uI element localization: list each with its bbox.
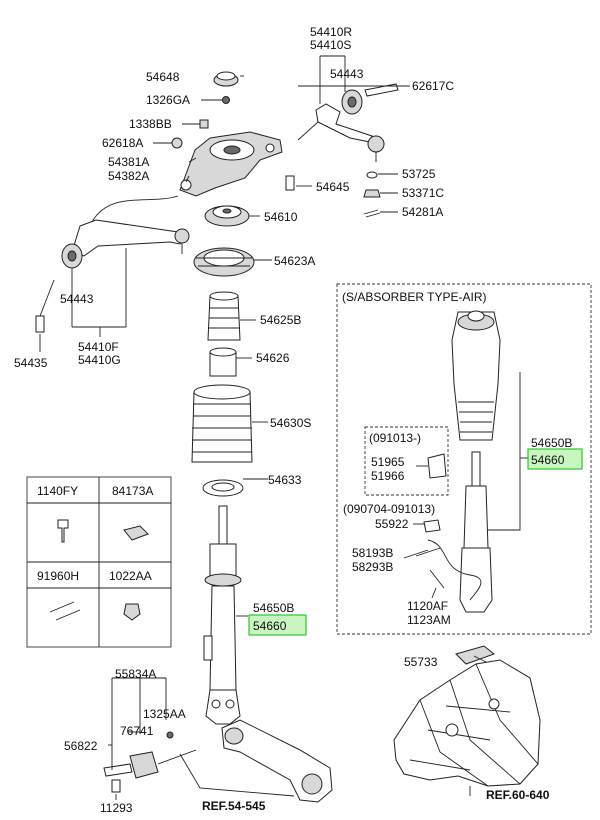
label-55922: 55922: [375, 517, 409, 531]
lower-arm-left: [35, 195, 190, 333]
label-54610: 54610: [264, 210, 298, 224]
label-54630S: 54630S: [270, 416, 311, 430]
label-53371C: 53371C: [402, 186, 444, 200]
label-76741: 76741: [120, 724, 154, 738]
label-54281A: 54281A: [402, 205, 443, 219]
nut-62618A: [171, 137, 183, 149]
label-54410G: 54410G: [78, 353, 121, 367]
upper-arm-right: [297, 83, 399, 162]
label-1123AM: 1123AM: [407, 613, 451, 627]
cap-54648: [213, 71, 239, 87]
upper-bracket: [179, 131, 283, 197]
bolt-1338BB: [199, 119, 209, 129]
highlight-54660-main: [248, 614, 307, 636]
label-54410F: 54410F: [78, 340, 119, 354]
leader-lines: [39, 55, 528, 800]
label-51965: 51965: [371, 455, 405, 469]
dust-boot-54630S: [191, 384, 253, 463]
label-54626: 54626: [256, 351, 290, 365]
air-date-range: (090704-091013): [343, 502, 435, 516]
nut-1326GA: [222, 96, 230, 104]
label-1120AF: 1120AF: [407, 599, 448, 613]
label-54648: 54648: [146, 70, 180, 84]
label-54660-main: 54660: [253, 619, 287, 633]
label-11293: 11293: [100, 801, 133, 815]
label-51966: 51966: [371, 469, 405, 483]
lower-arm: [221, 719, 333, 803]
label-54650B-main: 54650B: [253, 601, 294, 615]
spring-seat-54623A: [193, 247, 255, 277]
air-section-title: (S/ABSORBER TYPE-AIR): [342, 290, 486, 304]
label-1338BB: 1338BB: [129, 117, 172, 131]
bracket-54626: [209, 347, 237, 377]
strut-main: [203, 505, 242, 725]
label-54645: 54645: [316, 180, 350, 194]
label-62617C: 62617C: [412, 79, 454, 93]
sensor-bracket: [103, 731, 197, 793]
label-1326GA: 1326GA: [146, 93, 190, 107]
label-1325AA: 1325AA: [143, 707, 186, 721]
hardware-small: [363, 171, 381, 218]
label-54381A: 54381A: [108, 155, 149, 169]
label-54623A: 54623A: [274, 254, 315, 268]
label-54410R: 54410R: [310, 25, 352, 39]
label-56822: 56822: [64, 739, 98, 753]
label-62618A: 62618A: [102, 136, 143, 150]
ref-60-640: REF.60-640: [486, 788, 550, 802]
upper-mount-54610: [204, 205, 250, 227]
legend-1022AA: 1022AA: [109, 569, 152, 583]
label-54650B-air: 54650B: [531, 436, 572, 450]
bump-stop-54625B: [207, 291, 241, 341]
label-53725: 53725: [402, 167, 436, 181]
label-54410S: 54410S: [310, 38, 351, 52]
legend-grid: [26, 476, 172, 648]
air-inner-box-title: (091013-): [369, 431, 421, 445]
insulator-54633: [202, 479, 244, 497]
legend-84173A: 84173A: [112, 484, 153, 498]
label-55834A: 55834A: [115, 667, 156, 681]
air-section: [336, 283, 592, 635]
label-54625B: 54625B: [260, 313, 301, 327]
label-54443-left: 54443: [60, 292, 94, 306]
label-54382A: 54382A: [108, 169, 149, 183]
label-58293B: 58293B: [352, 560, 393, 574]
label-55733: 55733: [404, 655, 438, 669]
legend-91960H: 91960H: [37, 569, 79, 583]
highlight-54660-air: [527, 448, 583, 470]
label-58193B: 58193B: [352, 546, 393, 560]
label-54633: 54633: [268, 473, 302, 487]
label-54435: 54435: [14, 356, 48, 370]
ref-54-545: REF.54-545: [202, 799, 266, 813]
label-54443-top: 54443: [330, 67, 364, 81]
label-54660-air: 54660: [531, 453, 565, 467]
body-panel: [393, 645, 541, 787]
legend-1140FY: 1140FY: [37, 484, 78, 498]
bolt-54645: [285, 175, 295, 191]
